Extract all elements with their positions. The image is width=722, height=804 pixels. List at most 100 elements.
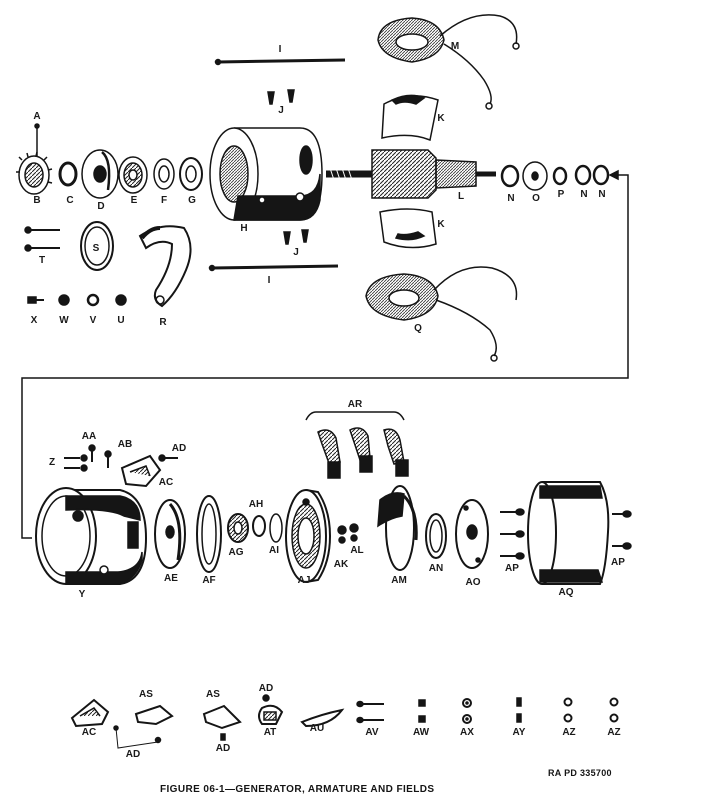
label-n-3: N: [598, 189, 606, 200]
label-aj: AJ: [297, 575, 311, 586]
label-ab: AB: [117, 439, 133, 450]
label-ad-4: AD: [258, 683, 274, 694]
screws-j-bottom: [283, 229, 309, 245]
part-l-armature: [326, 149, 496, 199]
label-t: T: [38, 255, 46, 266]
label-i-top: I: [278, 44, 282, 55]
label-d: D: [97, 201, 105, 212]
label-aa: AA: [81, 431, 97, 442]
part-x-screw: [27, 296, 44, 304]
label-ag: AG: [228, 547, 244, 558]
label-av: AV: [365, 727, 379, 738]
figure-caption: FIGURE 06-1—GENERATOR, ARMATURE AND FIEL…: [160, 784, 435, 795]
label-m: M: [450, 41, 460, 52]
label-ap-2: AP: [611, 557, 625, 568]
label-am: AM: [391, 575, 407, 586]
part-ak-nut: [337, 525, 347, 544]
label-az-1: AZ: [562, 727, 576, 738]
label-ak: AK: [333, 559, 349, 570]
label-ay: AY: [512, 727, 526, 738]
part-as-bracket-1: [134, 704, 174, 726]
part-v-washer: [86, 293, 100, 307]
washer-n-3: [592, 164, 610, 186]
part-ac-bracket-top: [120, 454, 162, 488]
label-o: O: [532, 193, 540, 204]
label-at: AT: [263, 727, 277, 738]
label-w: W: [59, 315, 69, 326]
part-as-bracket-2: [202, 704, 242, 741]
label-aq: AQ: [558, 587, 574, 598]
part-av-bolts: [356, 700, 384, 724]
part-ai-ring: [269, 513, 283, 543]
part-an-ring: [425, 513, 447, 559]
through-bolt-bottom: [208, 264, 339, 272]
label-r: R: [159, 317, 167, 328]
part-al-nut: [349, 523, 359, 542]
label-h: H: [240, 223, 248, 234]
part-at-terminal: [258, 694, 284, 725]
label-c: C: [66, 195, 74, 206]
part-aj-end-frame: [285, 489, 332, 583]
part-y-housing: [35, 487, 148, 585]
part-ah-washer: [252, 515, 266, 537]
label-ao: AO: [465, 577, 481, 588]
label-n-2: N: [580, 189, 588, 200]
label-ad-1: AD: [171, 443, 187, 454]
label-j-top: J: [278, 105, 284, 116]
label-ax: AX: [460, 727, 474, 738]
label-ac-2: AC: [81, 727, 97, 738]
label-b: B: [33, 195, 41, 206]
label-i-bottom: I: [267, 275, 271, 286]
label-aw: AW: [412, 727, 430, 738]
part-az-washers-2: [609, 697, 619, 723]
label-g: G: [188, 195, 196, 206]
screws-j-top: [267, 89, 295, 105]
label-k-bottom: K: [437, 219, 445, 230]
label-n-1: N: [507, 193, 515, 204]
washer-p: [552, 166, 568, 186]
label-p: P: [557, 189, 565, 200]
part-f-washer: [153, 158, 175, 190]
label-u: U: [117, 315, 125, 326]
part-k-pole-shoe-top: [381, 94, 439, 142]
label-as-1: AS: [139, 689, 153, 700]
label-al: AL: [350, 545, 364, 556]
part-aq-band: [527, 481, 610, 585]
part-ap-screws-left: [500, 508, 525, 560]
label-az-2: AZ: [607, 727, 621, 738]
label-y: Y: [78, 589, 86, 600]
label-ap-1: AP: [505, 563, 519, 574]
label-au: AU: [309, 723, 325, 734]
part-ap-screws-right: [612, 510, 632, 550]
part-e-bearing: [118, 156, 148, 194]
label-z: Z: [48, 457, 56, 468]
label-ai: AI: [269, 545, 279, 556]
label-l: L: [457, 191, 465, 202]
part-aw-nuts: [418, 699, 426, 723]
label-an: AN: [428, 563, 444, 574]
label-ae: AE: [164, 573, 178, 584]
through-bolt-top: [214, 58, 346, 66]
part-ax-washers: [462, 698, 472, 724]
label-k-top: K: [437, 113, 445, 124]
label-x: X: [30, 315, 38, 326]
label-a: A: [33, 111, 41, 122]
part-ac-bracket-bottom: [70, 698, 162, 749]
part-ay-screws: [516, 697, 522, 723]
label-j-bottom: J: [293, 247, 299, 258]
part-w-nut: [58, 294, 70, 306]
part-au-clip: [300, 708, 345, 728]
part-b-gear: [16, 151, 53, 195]
part-r-strap: [138, 225, 192, 308]
washer-n-2: [574, 164, 592, 186]
label-ac-1: AC: [158, 477, 174, 488]
part-h-housing: [209, 127, 323, 221]
washer-o: [522, 161, 548, 191]
small-screws-z-aa-ab-ad: [64, 444, 178, 472]
part-ar-brushes: [305, 411, 409, 479]
label-ad-2: AD: [125, 749, 141, 760]
part-am-brush-plate: [377, 485, 418, 571]
part-t-screws: [24, 226, 60, 252]
washer-n-1: [500, 164, 520, 188]
